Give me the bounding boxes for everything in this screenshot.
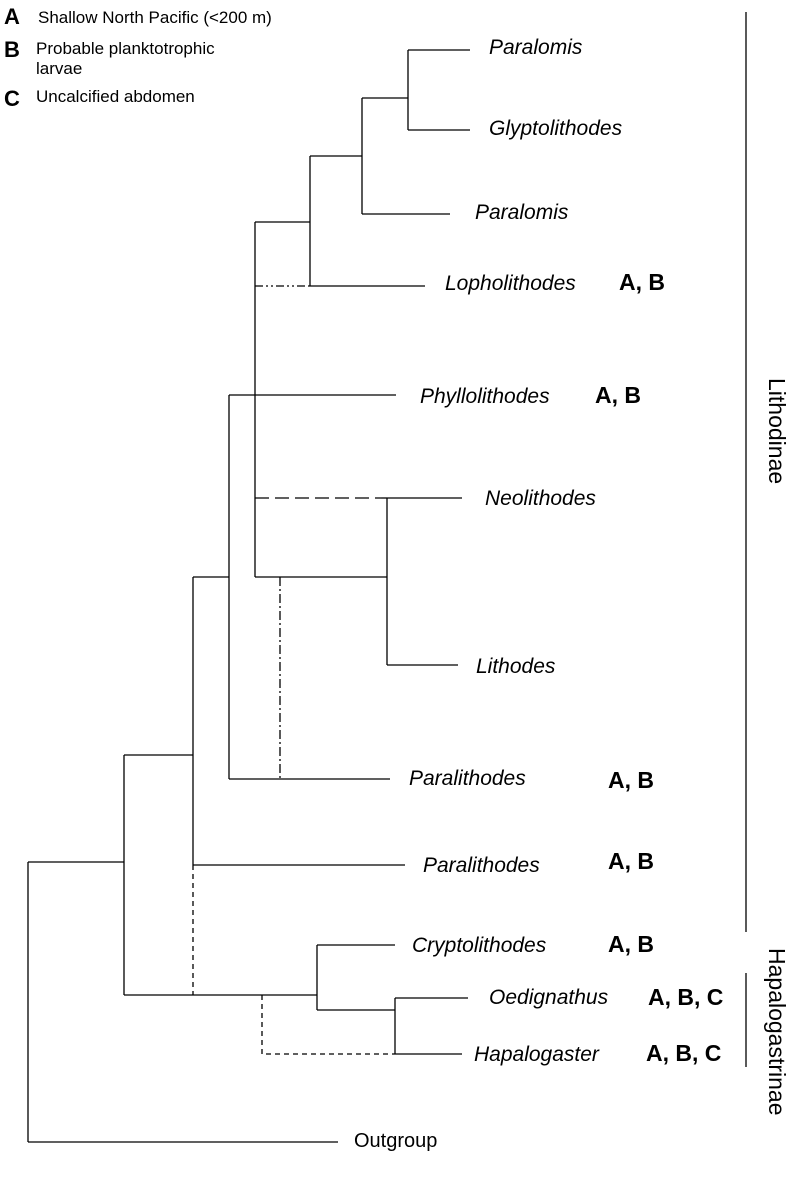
taxon-label: Paralomis [489, 36, 583, 59]
clade-label-hapalogastrinae: Hapalogastrinae [764, 948, 790, 1116]
branch [192, 576, 405, 866]
trait-codes: A, B [595, 382, 641, 408]
legend-letter-a: A [4, 4, 20, 29]
legend-text-c: Uncalcified abdomen [36, 87, 195, 106]
taxon-label: Neolithodes [485, 487, 596, 510]
taxon-label: Paralomis [475, 201, 569, 224]
branch [361, 97, 450, 215]
branch [386, 497, 462, 666]
branch [228, 394, 390, 780]
branch-dashed [261, 995, 395, 1055]
trait-codes: A, B, C [646, 1040, 722, 1066]
trait-codes: A, B [619, 269, 665, 295]
taxon-label: Paralithodes [409, 767, 526, 790]
branch [407, 49, 470, 131]
taxon-label: Glyptolithodes [489, 117, 623, 140]
branch [394, 997, 468, 1055]
taxon-label: Phyllolithodes [420, 385, 550, 408]
trait-codes: A, B [608, 848, 654, 874]
taxon-label: Oedignathus [489, 986, 609, 1009]
trait-codes: A, B, C [648, 984, 724, 1010]
branch [316, 944, 395, 1011]
legend-letter-c: C [4, 86, 20, 111]
taxon-label-outgroup: Outgroup [354, 1130, 438, 1152]
taxon-label: Lithodes [476, 655, 556, 678]
trait-codes: A, B [608, 767, 654, 793]
branch [309, 155, 425, 287]
clade-label-lithodinae: Lithodinae [764, 378, 790, 485]
branch [123, 754, 317, 996]
branch [27, 861, 338, 1143]
legend-text-b: Probable planktotrophic larvae [36, 39, 215, 78]
legend-letter-b: B [4, 37, 20, 62]
branch [254, 221, 310, 577]
legend-text-a: Shallow North Pacific (<200 m) [38, 8, 272, 27]
trait-codes: A, B [608, 931, 654, 957]
taxon-label: Cryptolithodes [412, 934, 547, 957]
taxon-label: Lopholithodes [445, 272, 576, 295]
taxon-label: Hapalogaster [474, 1043, 599, 1066]
taxon-label: Paralithodes [423, 854, 540, 877]
